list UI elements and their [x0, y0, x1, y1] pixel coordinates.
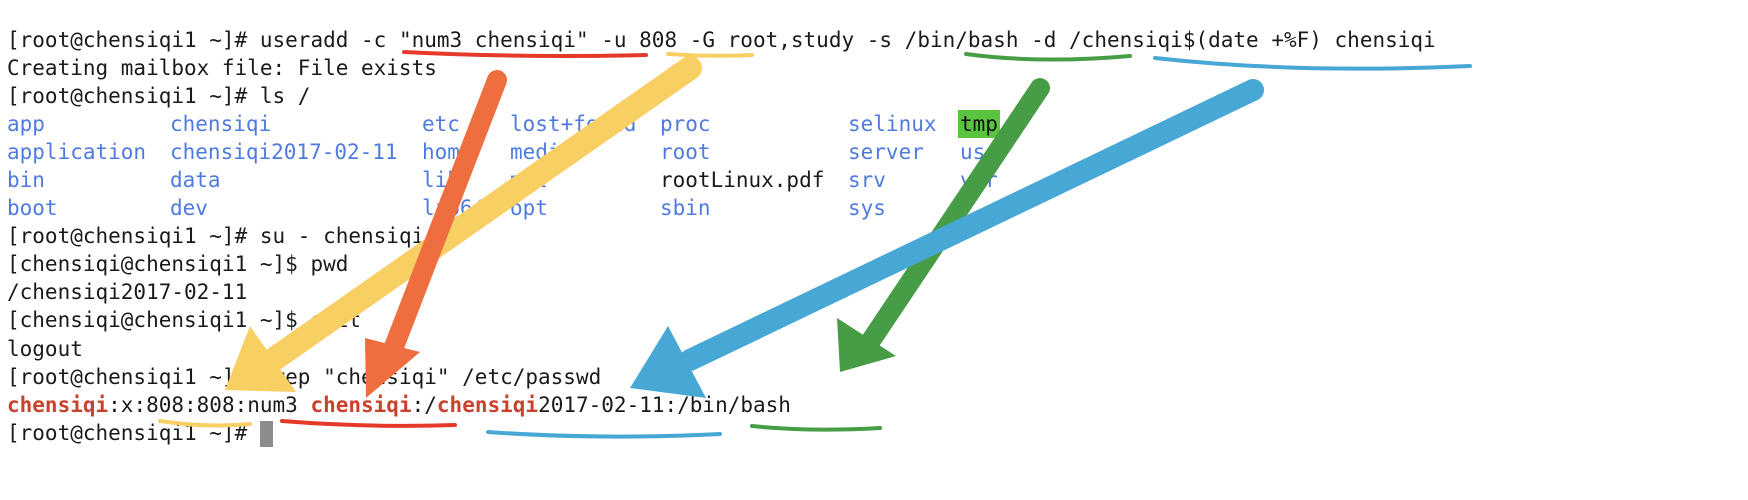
passwd-home-date: 2017-02-11	[538, 392, 665, 417]
ls-entry: proc	[660, 112, 711, 137]
terminal-line: logout	[7, 335, 1436, 363]
ls-entry: root	[660, 140, 711, 165]
pwd-output: /chensiqi2017-02-11	[7, 280, 248, 305]
terminal-line: [root@chensiqi1 ~]# useradd -c "num3 che…	[7, 26, 1436, 54]
ls-entry: bin	[7, 168, 45, 193]
passwd-comment-user: chensiqi	[310, 392, 412, 417]
terminal-cursor	[259, 420, 273, 447]
ls-entry-file: rootLinux.pdf	[660, 168, 825, 193]
passwd-shell: :/bin/bash	[664, 392, 791, 417]
terminal-line: [root@chensiqi1 ~]# ls /	[7, 82, 1436, 110]
ls-entry: chensiqi2017-02-11	[170, 140, 398, 165]
su-command: su - chensiqi	[259, 224, 425, 249]
ls-entry: app	[7, 112, 45, 137]
user-prompt: [chensiqi@chensiqi1 ~]$	[7, 308, 311, 333]
terminal-line: /chensiqi2017-02-11	[7, 278, 1436, 306]
ls-entry: usr	[960, 140, 998, 165]
root-prompt: [root@chensiqi1 ~]#	[7, 420, 260, 445]
passwd-fields: :x:808:808:num3	[108, 392, 311, 417]
ls-entry: home	[422, 140, 473, 165]
terminal-line: [root@chensiqi1 ~]#	[7, 419, 1436, 447]
passwd-separator: :/	[411, 392, 437, 417]
root-prompt: [root@chensiqi1 ~]#	[7, 224, 260, 249]
ls-entry: lib	[422, 168, 460, 193]
passwd-entry: chensiqi:x:808:808:num3 chensiqi:/chensi…	[7, 391, 1436, 419]
useradd-command: useradd -c "num3 chensiqi" -u 808 -G roo…	[259, 28, 1436, 52]
user-prompt: [chensiqi@chensiqi1 ~]$	[7, 252, 311, 277]
root-prompt: [root@chensiqi1 ~]#	[7, 84, 260, 109]
exit-command: exit	[310, 308, 362, 333]
grep-command: grep "chensiqi" /etc/passwd	[259, 364, 602, 389]
terminal-line: Creating mailbox file: File exists	[7, 54, 1436, 82]
ls-entry: var	[960, 168, 998, 193]
ls-entry: chensiqi	[170, 112, 272, 137]
ls-entry: application	[7, 140, 147, 165]
ls-entry: mnt	[510, 168, 548, 193]
ls-entry: opt	[510, 196, 548, 221]
root-prompt: [root@chensiqi1 ~]#	[7, 28, 260, 52]
ls-row: application chensiqi2017-02-11 home medi…	[7, 138, 1436, 166]
pwd-command: pwd	[310, 252, 349, 277]
ls-entry-tmp: tmp	[958, 110, 1000, 139]
ls-entry: sbin	[660, 196, 711, 221]
ls-entry: selinux	[848, 112, 937, 137]
ls-entry: sys	[848, 196, 886, 221]
ls-entry: srv	[848, 168, 886, 193]
terminal-line: [root@chensiqi1 ~]# grep "chensiqi" /etc…	[7, 363, 1436, 391]
terminal-line: [chensiqi@chensiqi1 ~]$ pwd	[7, 250, 1436, 278]
logout-output: logout	[7, 336, 83, 361]
mailbox-output: Creating mailbox file: File exists	[7, 56, 437, 81]
ls-row: app chensiqi etc lost+found proc selinux…	[7, 110, 1436, 139]
ls-row: bin data lib mnt rootLinux.pdf srv var	[7, 166, 1436, 194]
ls-entry: boot	[7, 196, 58, 221]
ls-entry: etc	[422, 112, 460, 137]
terminal-line: [root@chensiqi1 ~]# su - chensiqi	[7, 222, 1436, 250]
ls-entry: lost+found	[510, 112, 637, 137]
terminal-line: [chensiqi@chensiqi1 ~]$ exit	[7, 306, 1436, 334]
ls-command: ls /	[259, 84, 311, 109]
ls-row: boot dev lib64 opt sbin sys	[7, 194, 1436, 222]
ls-entry: data	[170, 168, 221, 193]
ls-entry: media	[510, 140, 574, 165]
terminal-output: [root@chensiqi1 ~]# useradd -c "num3 che…	[7, 26, 1436, 447]
root-prompt: [root@chensiqi1 ~]#	[7, 364, 260, 389]
ls-entry: server	[848, 140, 924, 165]
passwd-username: chensiqi	[7, 392, 109, 417]
passwd-home-user: chensiqi	[436, 392, 539, 417]
ls-entry: dev	[170, 196, 208, 221]
ls-entry: lib64	[422, 196, 486, 221]
